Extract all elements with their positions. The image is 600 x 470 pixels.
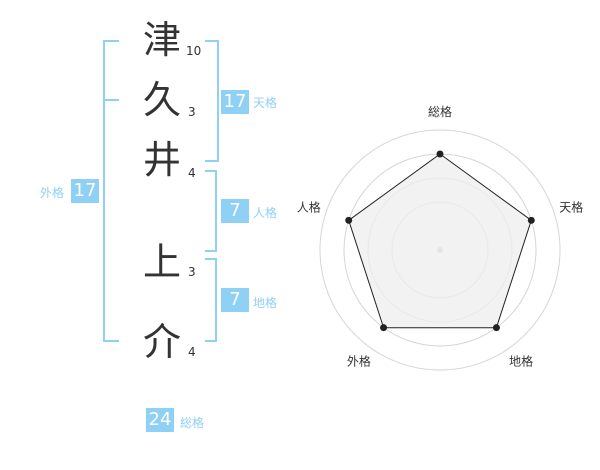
jinkaku-bracket <box>205 170 217 252</box>
name-char-5: 介 <box>142 320 181 364</box>
soukaku-value: 24 <box>146 408 174 432</box>
radar-ring <box>319 129 561 371</box>
radar-point-1 <box>436 150 444 158</box>
stroke-count-4: 3 <box>188 265 196 279</box>
radar-axis-label-1: 総格 <box>428 104 452 119</box>
radar-axis-label-2: 天格 <box>559 199 583 214</box>
gaikaku-bracket-tick <box>105 99 119 101</box>
jinkaku-label: 人格 <box>253 206 278 220</box>
stroke-count-5: 4 <box>188 345 196 359</box>
gaikaku-value: 17 <box>71 179 99 203</box>
stroke-count-1: 10 <box>186 44 202 58</box>
radar-point-2 <box>527 216 535 224</box>
name-char-1: 津 <box>142 18 181 62</box>
tenkaku-label: 天格 <box>253 96 278 110</box>
radar-point-4 <box>380 324 388 332</box>
gaikaku-label: 外格 <box>40 186 65 200</box>
stroke-count-3: 4 <box>188 166 196 180</box>
gaikaku-bracket <box>103 40 119 342</box>
tenkaku-bracket <box>205 40 219 162</box>
radar-axis-label-3: 地格 <box>509 354 533 369</box>
radar-point-3 <box>492 324 500 332</box>
chikaku-value: 7 <box>221 288 249 312</box>
soukaku-label: 総格 <box>180 416 205 430</box>
name-char-4: 上 <box>142 240 181 284</box>
stroke-count-2: 3 <box>188 105 196 119</box>
radar-polygon <box>348 153 532 329</box>
tenkaku-value: 17 <box>221 90 249 114</box>
name-char-3: 井 <box>142 138 181 182</box>
radar-point-5 <box>345 216 353 224</box>
name-char-2: 久 <box>142 78 181 122</box>
radar-axis-label-4: 外格 <box>347 354 371 369</box>
chikaku-bracket <box>205 258 217 342</box>
chikaku-label: 地格 <box>253 296 278 310</box>
radar-axis-label-5: 人格 <box>297 199 321 214</box>
jinkaku-value: 7 <box>221 199 249 223</box>
